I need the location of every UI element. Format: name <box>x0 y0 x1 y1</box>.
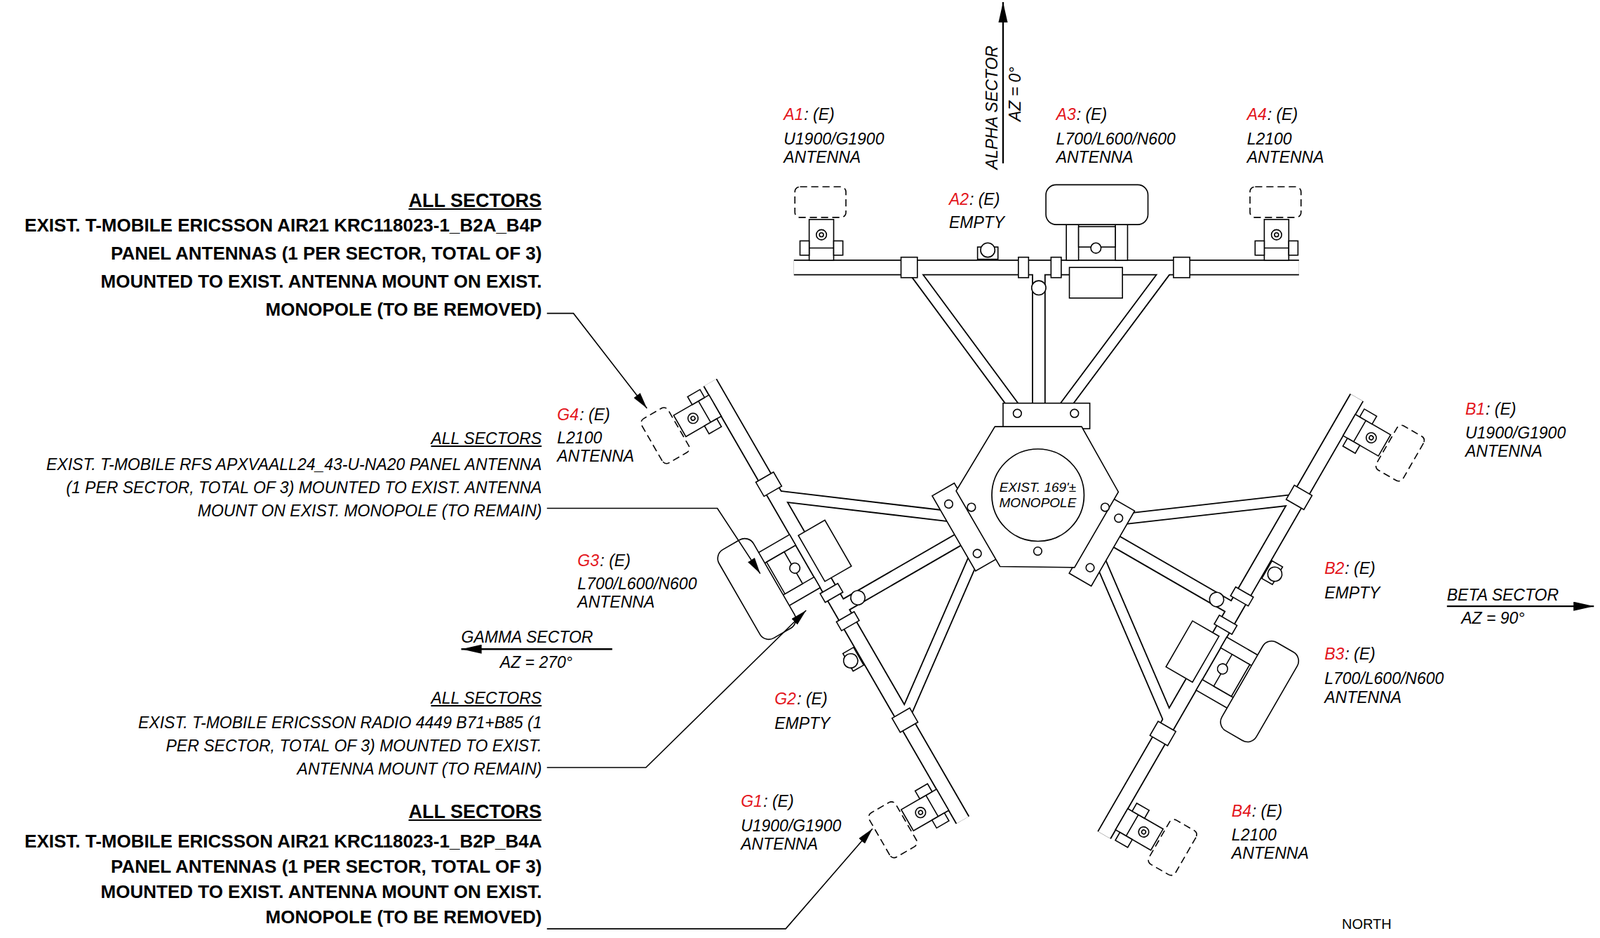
leader-lines <box>547 313 873 929</box>
position-tag: G4 <box>556 405 579 424</box>
sector-label: AZ = 90° <box>1461 608 1525 628</box>
callout-heading: ALL SECTORS <box>408 190 542 212</box>
position-tag: G1 <box>740 791 763 811</box>
status-text: : (E) <box>1344 644 1375 663</box>
antenna-label: EMPTY <box>1324 583 1380 602</box>
status-text: : (E) <box>579 405 610 424</box>
position-tag: B2 <box>1324 559 1344 578</box>
position-tag: A2 <box>949 190 969 209</box>
sector-label: BETA SECTOR <box>1447 585 1559 604</box>
status-text: : (E) <box>1267 105 1298 124</box>
status-text: : (E) <box>599 551 630 570</box>
callout-note: EXIST. T-MOBILE ERICSSON RADIO 4449 B71+… <box>103 711 542 781</box>
antenna-label: L700/L600/N600 ANTENNA <box>577 574 729 612</box>
status-text: : (E) <box>1252 801 1283 820</box>
sector-label: ALPHA SECTOR <box>982 45 1001 170</box>
position-tag: G2 <box>774 689 797 708</box>
monopole-circle: EXIST. 169'± MONOPOLE <box>991 448 1085 542</box>
antenna-label: L700/L600/N600 ANTENNA <box>1056 129 1208 167</box>
sector-frame <box>794 184 1302 429</box>
antenna-label: L700/L600/N600 ANTENNA <box>1324 669 1476 707</box>
callout-heading: ALL SECTORS <box>430 429 542 448</box>
antenna-label: U1900/G1900 ANTENNA <box>783 129 935 167</box>
position-tag: A4 <box>1247 105 1267 124</box>
callout-note: EXIST. T-MOBILE ERICSSON AIR21 KRC118023… <box>18 211 542 324</box>
antenna-label: EMPTY <box>949 213 1005 232</box>
status-text: : (E) <box>1344 559 1375 578</box>
antenna-label: L2100 ANTENNA <box>556 428 645 466</box>
callout-heading: ALL SECTORS <box>430 688 542 708</box>
antenna-label: U1900/G1900 ANTENNA <box>740 816 892 854</box>
position-tag: A3 <box>1056 105 1077 124</box>
north-label: NORTH <box>1341 916 1392 933</box>
position-tag: B3 <box>1324 644 1344 663</box>
position-tag: B4 <box>1231 801 1252 820</box>
callout-note: EXIST. T-MOBILE RFS APXVAALL24_43-U-NA20… <box>29 453 542 523</box>
sector-label: GAMMA SECTOR <box>461 627 594 647</box>
antenna-label: U1900/G1900 ANTENNA <box>1465 423 1600 461</box>
position-tag: G3 <box>577 551 600 570</box>
antenna-label: L2100 ANTENNA <box>1247 129 1335 167</box>
node-text-wrap: EXIST. 169'± MONOPOLE <box>995 479 1080 511</box>
antenna-label: EMPTY <box>774 714 830 733</box>
node-label: EXIST. 169'± MONOPOLE <box>995 479 1080 511</box>
sector-arrows <box>461 2 1595 649</box>
status-text: : (E) <box>969 190 1000 209</box>
status-text: : (E) <box>763 791 794 811</box>
position-tag: A1 <box>783 105 804 124</box>
callout-note: EXIST. T-MOBILE ERICSSON AIR21 KRC118023… <box>18 828 542 930</box>
status-text: : (E) <box>803 105 835 124</box>
status-text: : (E) <box>796 689 828 708</box>
status-text: : (E) <box>1076 105 1107 124</box>
sector-label: AZ = 270° <box>500 653 573 672</box>
sector-label: AZ = 0° <box>1005 66 1025 122</box>
position-tag: B1 <box>1465 399 1485 419</box>
callout-heading: ALL SECTORS <box>408 801 542 823</box>
antenna-label: L2100 ANTENNA <box>1231 825 1320 863</box>
mount-plate <box>956 426 1119 568</box>
monopole-shape <box>991 448 1084 541</box>
status-text: : (E) <box>1485 399 1516 419</box>
